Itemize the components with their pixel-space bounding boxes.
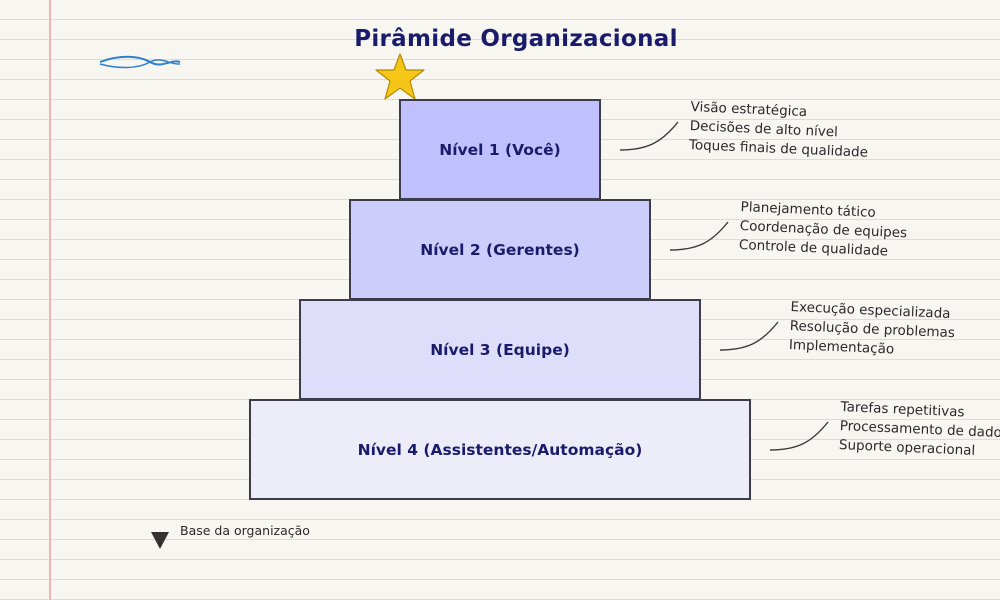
level-4-notes: Tarefas repetitivas Processamento de dad… [839, 398, 1000, 462]
level-2-notes: Planejamento tático Coordenação de equip… [739, 198, 909, 262]
level-2-label: Nível 2 (Gerentes) [420, 240, 580, 259]
base-label: Base da organização [180, 523, 310, 538]
level-3-notes: Execução especializada Resolução de prob… [789, 298, 957, 362]
squiggle-icon [99, 55, 181, 69]
note-connector-1 [619, 121, 679, 151]
triangle-down-icon [151, 532, 169, 549]
pyramid-level-1: Nível 1 (Você) [399, 99, 601, 200]
level-1-notes: Visão estratégica Decisões de alto nível… [689, 98, 870, 163]
pyramid-level-3: Nível 3 (Equipe) [299, 299, 701, 400]
note-connector-4 [769, 421, 829, 451]
notebook-margin-line [49, 0, 51, 600]
star-icon [375, 53, 425, 100]
note-connector-2 [669, 221, 729, 251]
pyramid-level-4: Nível 4 (Assistentes/Automação) [249, 399, 751, 500]
note-connector-3 [719, 321, 779, 351]
level-3-label: Nível 3 (Equipe) [430, 340, 570, 359]
pyramid-level-2: Nível 2 (Gerentes) [349, 199, 651, 300]
page-title: Pirâmide Organizacional [354, 26, 678, 52]
level-4-label: Nível 4 (Assistentes/Automação) [357, 440, 643, 459]
level-1-label: Nível 1 (Você) [439, 140, 561, 159]
